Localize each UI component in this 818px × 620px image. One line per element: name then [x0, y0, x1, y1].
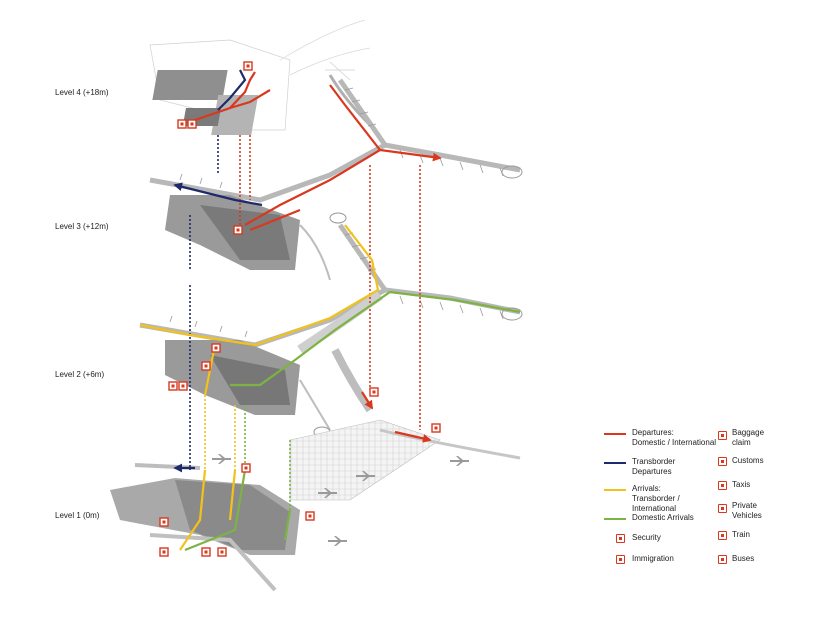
- train-icon: [718, 531, 727, 540]
- route-domestic-arrivals: [184, 290, 521, 552]
- taxi-icon: [177, 119, 187, 129]
- legend-security-label: Security: [632, 533, 661, 542]
- level-1-label: Level 1 (0m): [55, 511, 100, 520]
- legend-taxis-label: Taxis: [732, 480, 751, 489]
- legend-transborder-label: Transborder Departures: [632, 457, 676, 476]
- bus-icon: [241, 463, 251, 473]
- legend-customs-label: Customs: [732, 456, 764, 465]
- legend-arrivals-label: Arrivals: Transborder / International: [632, 484, 680, 513]
- customs-icon: [718, 457, 727, 466]
- bus-icon: [718, 555, 727, 564]
- legend-departures-label: Departures: Domestic / International: [632, 428, 717, 447]
- level-4-plan: [149, 19, 372, 135]
- airplane-icon: [212, 454, 469, 546]
- legend-domestic-arrivals-label: Domestic Arrivals: [632, 513, 694, 522]
- immigration-icon: [616, 555, 625, 564]
- private-vehicle-icon: [178, 381, 188, 391]
- legend-buses-label: Buses: [732, 554, 755, 563]
- legend-train-label: Train: [732, 530, 750, 539]
- private-vehicle-icon: [201, 547, 211, 557]
- legend-domestic-arrivals-swatch: [604, 518, 626, 520]
- security-icon: [233, 225, 243, 235]
- train-icon: [369, 387, 379, 397]
- level-2-label: Level 2 (+6m): [55, 370, 105, 379]
- legend-transborder-swatch: [604, 462, 626, 464]
- baggage-claim-icon: [718, 431, 727, 440]
- level-1-plan: [110, 419, 521, 592]
- route-arrivals: [139, 224, 380, 551]
- immigration-icon: [211, 343, 221, 353]
- legend-immigration-label: Immigration: [632, 554, 674, 563]
- legend-departures-swatch: [604, 433, 626, 435]
- legend-arrivals-swatch: [604, 489, 626, 491]
- legend-baggage-claim-label: Baggage claim: [732, 428, 765, 447]
- bus-icon: [305, 511, 315, 521]
- taxi-icon: [168, 381, 178, 391]
- route-transborder: [173, 69, 263, 473]
- taxi-icon: [718, 481, 727, 490]
- bus-icon: [217, 547, 227, 557]
- bus-icon: [159, 547, 169, 557]
- customs-icon: [201, 361, 211, 371]
- security-icon: [616, 534, 625, 543]
- private-vehicle-icon: [187, 119, 197, 129]
- level-4-label: Level 4 (+18m): [55, 88, 109, 97]
- train-icon: [431, 423, 441, 433]
- plan-icons: [159, 61, 441, 557]
- level-2-plan: [139, 212, 523, 438]
- legend-private-vehicles-label: Private Vehicles: [732, 501, 762, 520]
- level-3-label: Level 3 (+12m): [55, 222, 109, 231]
- private-vehicle-icon: [718, 504, 727, 513]
- legend: Departures: Domestic / International Tra…: [600, 428, 800, 578]
- route-departures: [194, 71, 442, 443]
- train-icon: [243, 61, 253, 71]
- vertical-connectors: [189, 135, 421, 510]
- taxi-icon: [159, 517, 169, 527]
